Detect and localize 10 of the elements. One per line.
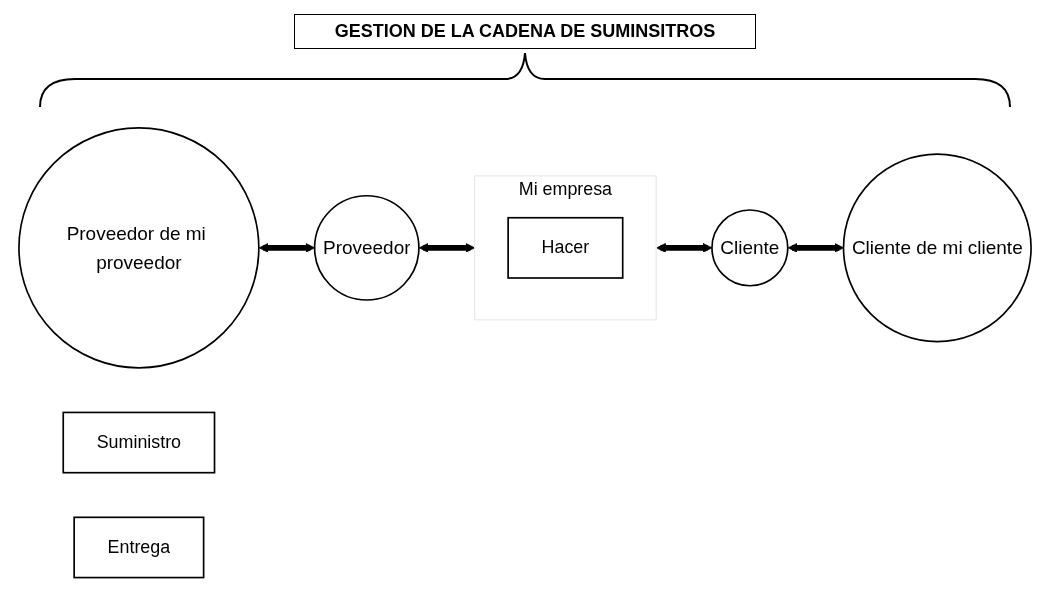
title: GESTION DE LA CADENA DE SUMINSITROS xyxy=(293,14,757,49)
node-circle: Proveedor xyxy=(313,195,420,302)
node-circle: Cliente de mi cliente xyxy=(842,153,1032,343)
arrow xyxy=(787,243,844,254)
node-circle: Cliente xyxy=(711,209,789,287)
arrow xyxy=(656,243,713,254)
node-circle: Proveedor de mi proveedor xyxy=(18,127,260,369)
node-box: Entrega xyxy=(73,516,205,579)
node-box: Hacer xyxy=(507,217,624,280)
node-box: Suministro xyxy=(62,411,216,474)
